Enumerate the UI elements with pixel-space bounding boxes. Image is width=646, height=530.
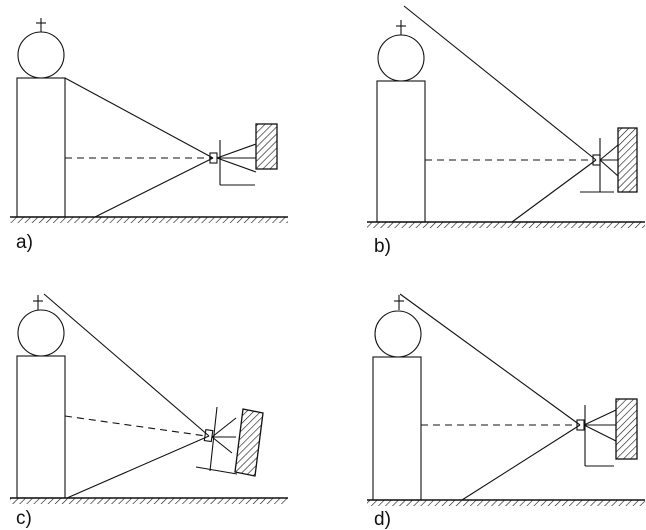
- sphere-a: [17, 31, 65, 79]
- pillar-d: [372, 356, 422, 501]
- pillar-b: [376, 80, 426, 223]
- film-plate-c: [234, 408, 264, 477]
- tripod-base-c: [195, 466, 238, 475]
- sight-line-bottom-a: [94, 157, 214, 218]
- sight-line-top-c: [43, 293, 210, 437]
- sphere-b: [377, 34, 425, 82]
- panel-d: d): [367, 293, 645, 530]
- ray-1-b: [599, 144, 619, 161]
- film-plate-b: [617, 127, 638, 193]
- sight-line-top-a: [64, 77, 214, 159]
- panel-b: b): [367, 5, 645, 257]
- panel-c: c): [10, 293, 288, 529]
- panel-label-d: d): [374, 509, 391, 530]
- ground-d: [367, 500, 645, 506]
- panel-label-c: c): [16, 508, 32, 529]
- lens-b: [592, 154, 601, 166]
- sight-line-bottom-d: [461, 424, 581, 501]
- panel-a: a): [10, 18, 288, 253]
- ground-a: [10, 217, 288, 223]
- ray-1-d: [583, 409, 617, 426]
- lens-c: [203, 429, 214, 443]
- ray-2-d: [583, 424, 617, 442]
- ray-1-c: [211, 417, 237, 438]
- film-plate-a: [255, 123, 278, 170]
- optical-axis-c: [64, 415, 207, 437]
- sphere-c: [17, 309, 65, 357]
- film-plate-d: [615, 398, 638, 460]
- sight-line-bottom-b: [511, 159, 597, 223]
- tripod-post-c: [209, 406, 218, 472]
- panel-label-a: a): [16, 232, 33, 253]
- panel-label-b: b): [374, 236, 391, 257]
- ground-b: [367, 222, 645, 228]
- ground-c: [10, 498, 288, 504]
- pillar-c: [16, 355, 66, 499]
- sight-line-bottom-c: [66, 435, 210, 499]
- sight-line-top-d: [399, 293, 581, 426]
- lens-d: [576, 419, 585, 431]
- pillar-a: [16, 77, 66, 218]
- ray-2-c: [211, 436, 233, 454]
- ray-1-a: [216, 143, 257, 159]
- sphere-d: [374, 310, 422, 358]
- ray-2-a: [216, 157, 257, 173]
- sight-line-top-b: [403, 5, 597, 161]
- ray-2-b: [599, 159, 619, 177]
